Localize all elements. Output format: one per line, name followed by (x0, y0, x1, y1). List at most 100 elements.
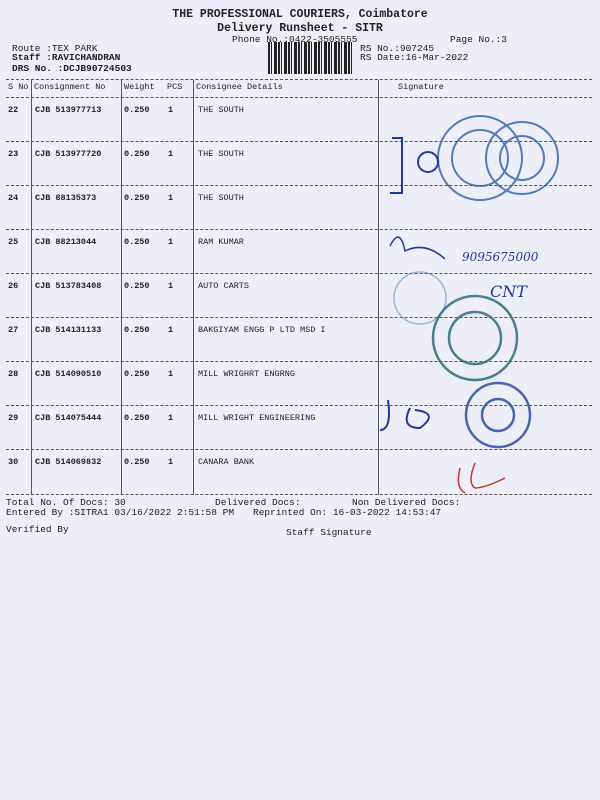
signatures-and-stamps (380, 115, 559, 494)
row-sno: 26 (8, 281, 19, 291)
stamp-auto-carts (393, 271, 447, 325)
row-consignment: CJB 514090510 (35, 369, 102, 379)
col-consignee: Consignee Details (196, 82, 283, 92)
column-line (121, 80, 122, 495)
row-divider (6, 141, 592, 142)
divider (6, 494, 592, 495)
row-consignment: CJB 514075444 (35, 413, 102, 423)
table-row: 25 CJB 88213044 0.250 1 RAM KUMAR (0, 237, 600, 281)
row-sno: 24 (8, 193, 19, 203)
row-weight: 0.250 (124, 413, 150, 423)
col-consignment: Consignment No (34, 82, 106, 92)
entered-by: Entered By :SITRA1 03/16/2022 2:51:58 PM (6, 507, 235, 518)
row-pcs: 1 (168, 105, 174, 115)
stamp-south-india-textile (437, 115, 559, 201)
rs-date: RS Date:16-Mar-2022 (360, 52, 469, 63)
signature-mark (457, 462, 506, 494)
row-sno: 22 (8, 105, 19, 115)
row-pcs: 1 (168, 237, 174, 247)
row-sno: 29 (8, 413, 19, 423)
route: Route :TEX PARK (12, 43, 98, 54)
table-row: 23 CJB 513977720 0.250 1 THE SOUTH (0, 149, 600, 193)
signature-mark (389, 236, 446, 260)
row-consignee: AUTO CARTS (198, 281, 250, 291)
row-sno: 25 (8, 237, 19, 247)
handwritten-phone: 9095675000 (462, 250, 539, 264)
column-line (31, 80, 32, 495)
barcode (268, 42, 354, 74)
row-consignee: MILL WRIGHRT ENGRNG (198, 369, 295, 379)
row-weight: 0.250 (124, 369, 150, 379)
row-consignee: RAM KUMAR (198, 237, 244, 247)
row-consignment: CJB 514131133 (35, 325, 102, 335)
reprinted-on: Reprinted On: 16-03-2022 14:53:47 (253, 507, 442, 518)
column-line (193, 80, 194, 495)
row-consignee: THE SOUTH (198, 193, 244, 203)
col-sno: S No (8, 82, 29, 92)
row-pcs: 1 (168, 413, 174, 423)
row-divider (6, 273, 592, 274)
table-row: 29 CJB 514075444 0.250 1 MILL WRIGHT ENGINEE… (0, 413, 600, 457)
row-divider (6, 229, 592, 230)
row-consignment: CJB 513783408 (35, 281, 102, 291)
signature-mark (390, 137, 403, 194)
col-signature: Signature (398, 82, 444, 92)
row-consignee: CANARA BANK (198, 457, 255, 467)
signature-mark (380, 399, 430, 431)
signature-mark (417, 151, 439, 173)
stamp-mill-wright (464, 381, 532, 449)
divider (6, 97, 592, 98)
row-pcs: 1 (168, 149, 174, 159)
rs-number: RS No.:907245 (360, 43, 435, 54)
table-row: 24 CJB 88135373 0.250 1 THE SOUTH (0, 193, 600, 237)
row-consignment: CJB 513977713 (35, 105, 102, 115)
non-delivered-docs: Non Delivered Docs: (352, 497, 461, 508)
row-divider (6, 361, 592, 362)
table-row: 26 CJB 513783408 0.250 1 AUTO CARTS (0, 281, 600, 325)
table-row: 28 CJB 514090510 0.250 1 MILL WRIGHRT ENGRNG (0, 369, 600, 413)
row-weight: 0.250 (124, 457, 150, 467)
total-docs: Total No. Of Docs: 30 (6, 497, 126, 508)
row-sno: 28 (8, 369, 19, 379)
table-row: 22 CJB 513977713 0.250 1 THE SOUTH (0, 105, 600, 149)
row-pcs: 1 (168, 369, 174, 379)
row-pcs: 1 (168, 193, 174, 203)
column-line (378, 80, 379, 495)
row-sno: 23 (8, 149, 19, 159)
row-consignment: CJB 88213044 (35, 237, 97, 247)
row-divider (6, 185, 592, 186)
row-weight: 0.250 (124, 105, 150, 115)
page-number: Page No.:3 (450, 34, 508, 45)
row-consignee: THE SOUTH (198, 105, 244, 115)
handwritten-note: CNT (490, 282, 527, 301)
row-pcs: 1 (168, 457, 174, 467)
row-divider (6, 317, 592, 318)
row-weight: 0.250 (124, 193, 150, 203)
staff: Staff :RAVICHANDRAN (12, 52, 121, 63)
row-divider (6, 449, 592, 450)
row-weight: 0.250 (124, 237, 150, 247)
row-consignee: THE SOUTH (198, 149, 244, 159)
row-consignee: BAKGIYAM ENGG P LTD MSD I (198, 325, 326, 335)
company-title: THE PROFESSIONAL COURIERS, Coimbatore (172, 8, 428, 21)
row-consignment: CJB 88135373 (35, 193, 97, 203)
row-sno: 30 (8, 457, 19, 467)
row-weight: 0.250 (124, 281, 150, 291)
row-sno: 27 (8, 325, 19, 335)
row-consignee: MILL WRIGHT ENGINEERING (198, 413, 316, 423)
row-pcs: 1 (168, 325, 174, 335)
col-weight: Weight (124, 82, 155, 92)
verified-by: Verified By (6, 524, 69, 535)
stamp-bakgiyam (431, 294, 519, 382)
row-pcs: 1 (168, 281, 174, 291)
drs-number: DRS No. :DCJB90724503 (12, 63, 132, 74)
document-title: Delivery Runsheet - SITR (217, 22, 383, 35)
row-divider (6, 405, 592, 406)
divider (6, 79, 592, 80)
staff-signature: Staff Signature (286, 527, 372, 538)
row-consignment: CJB 513977720 (35, 149, 102, 159)
row-weight: 0.250 (124, 149, 150, 159)
col-pcs: PCS (167, 82, 183, 92)
